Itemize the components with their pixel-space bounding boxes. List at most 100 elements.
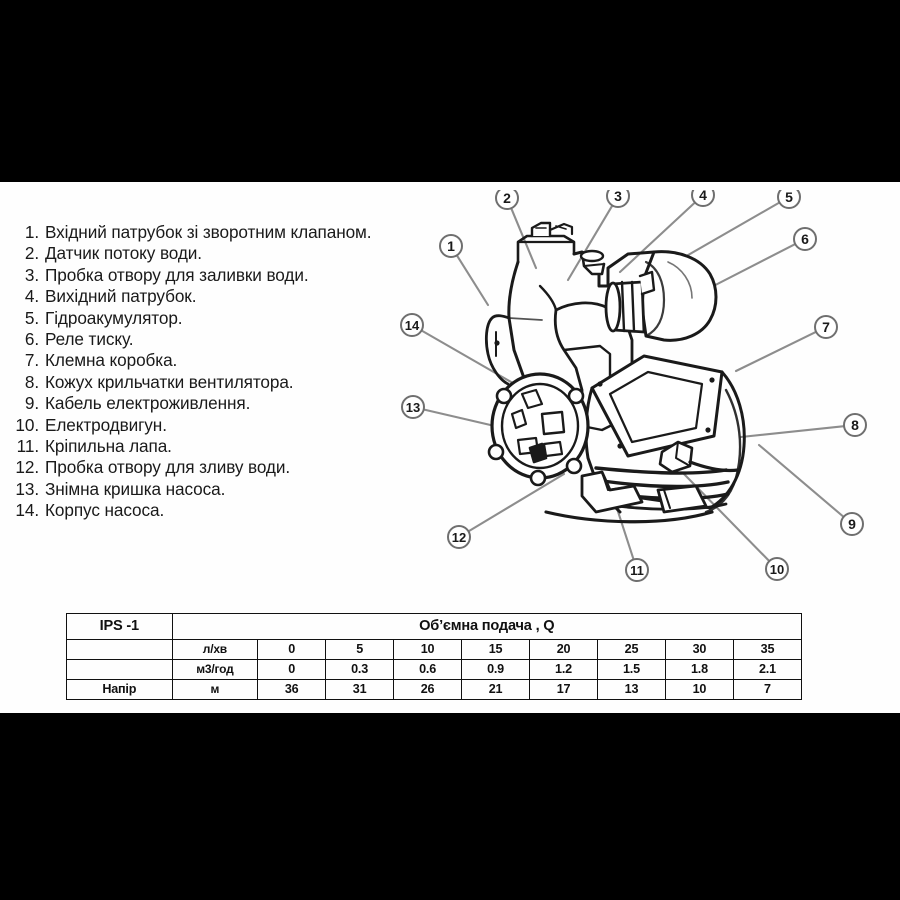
- callout-number-3: 3: [614, 190, 622, 204]
- table-cell: 25: [596, 639, 666, 660]
- table-cell: 1.2: [529, 659, 598, 680]
- list-item: 3. Пробка отвору для заливки води.: [12, 265, 404, 286]
- list-item-label: Клемна коробка.: [45, 350, 178, 371]
- callout-number-11: 11: [630, 563, 644, 578]
- callout-number-9: 9: [848, 516, 856, 532]
- table-cell: 1.8: [664, 659, 734, 680]
- table-cell: 13: [596, 679, 666, 700]
- table-cell: 0: [257, 639, 327, 660]
- table-row: м3/год 0 0.3 0.6 0.9 1.2 1.5 1.8 2.1: [66, 659, 803, 680]
- list-item: 1. Вхідний патрубок зі зворотним клапано…: [12, 222, 404, 243]
- callout-circle-8: [843, 413, 867, 437]
- table-cell: 1.5: [596, 659, 666, 680]
- list-item-number: 14.: [15, 500, 39, 521]
- table-cell: 0.9: [461, 659, 531, 680]
- list-item-label: Реле тиску.: [45, 329, 134, 350]
- list-item-number: 3.: [24, 264, 39, 285]
- table-cell: 15: [461, 639, 531, 660]
- table-cell: 7: [732, 679, 803, 700]
- callout-circle-10: [765, 557, 789, 581]
- fill-plug-part: [579, 249, 606, 276]
- callout-14: 14: [400, 313, 424, 337]
- callout-number-6: 6: [801, 231, 809, 247]
- table-cell: 20: [529, 639, 598, 660]
- callout-leader-7: [734, 330, 818, 373]
- list-item-number: 7.: [24, 350, 39, 371]
- callout-circle-11: [625, 558, 649, 582]
- callout-circle-2: [495, 190, 519, 210]
- table-cell: 30: [664, 639, 734, 660]
- callout-circle-14: [400, 313, 424, 337]
- callout-number-4: 4: [699, 190, 707, 203]
- table-cell-unit-lpm: л/хв: [171, 639, 259, 660]
- callout-number-2: 2: [503, 190, 511, 206]
- callout-circle-5: [777, 190, 801, 209]
- table-cell: 0: [257, 659, 327, 680]
- table-cell: 26: [393, 679, 463, 700]
- callout-circle-13: [401, 395, 425, 419]
- table-row: Напір м 36 31 26 21 17 13 10 7: [66, 679, 803, 700]
- callout-number-14: 14: [405, 318, 420, 333]
- list-item-number: 10.: [15, 414, 39, 435]
- list-item-label: Датчик потоку води.: [45, 243, 202, 264]
- callout-leader-8: [739, 425, 846, 439]
- callout-number-5: 5: [785, 190, 793, 205]
- table-cell: 21: [461, 679, 531, 700]
- list-item-number: 2.: [24, 243, 39, 264]
- table-cell: 35: [732, 639, 803, 660]
- callout-leader-1: [455, 254, 490, 307]
- pressure-switch-part: [604, 270, 656, 334]
- letterbox-bar-top: [0, 0, 900, 182]
- list-item: 2. Датчик потоку води.: [12, 243, 404, 264]
- callout-7: 7: [814, 315, 838, 339]
- table-row: л/хв 0 5 10 15 20 25 30 35: [66, 639, 803, 660]
- terminal-box-part: [590, 354, 724, 458]
- table-cell-flow-header: Об’ємна подача , Q: [171, 613, 803, 640]
- table-cell: 0.3: [325, 659, 395, 680]
- list-item-label: Гідроакумулятор.: [45, 307, 183, 328]
- callout-13: 13: [401, 395, 425, 419]
- table-cell: 0.6: [393, 659, 463, 680]
- list-item: 13. Знімна кришка насоса.: [12, 479, 404, 500]
- callout-leader-4: [618, 201, 696, 274]
- table-cell: 2.1: [732, 659, 803, 680]
- table-cell: 10: [393, 639, 463, 660]
- list-item-label: Корпус насоса.: [45, 500, 165, 521]
- drain-plug-part: [528, 442, 548, 464]
- callout-circle-3: [606, 190, 630, 208]
- callout-12: 12: [447, 525, 471, 549]
- list-item-label: Пробка отвору для зливу води.: [45, 457, 291, 478]
- list-item-label: Вхідний патрубок зі зворотним клапаном.: [45, 222, 372, 242]
- callout-3: 3: [606, 190, 630, 208]
- callout-leader-14: [420, 329, 520, 388]
- list-item: 14. Корпус насоса.: [12, 500, 404, 521]
- accumulator-tank-part: [640, 250, 718, 342]
- callout-6: 6: [793, 227, 817, 251]
- callout-circle-1: [439, 234, 463, 258]
- list-item-label: Кріпильна лапа.: [45, 436, 172, 457]
- table-cell-model: IPS -1: [66, 613, 173, 640]
- list-item: 8. Кожух крильчатки вентилятора.: [12, 372, 404, 393]
- list-item: 9. Кабель електроживлення.: [12, 393, 404, 414]
- list-item-number: 4.: [24, 286, 39, 307]
- list-item-label: Знімна кришка насоса.: [45, 478, 226, 499]
- callout-circle-7: [814, 315, 838, 339]
- callout-leader-5: [674, 201, 781, 264]
- callout-10: 10: [765, 557, 789, 581]
- table-cell: 17: [529, 679, 598, 700]
- callout-leader-12: [467, 472, 566, 533]
- callout-2: 2: [495, 190, 519, 210]
- list-item-label: Електродвигун.: [45, 414, 167, 435]
- performance-table: IPS -1 Об’ємна подача , Q л/хв 0 5 10 15…: [66, 613, 803, 700]
- callout-number-8: 8: [851, 417, 859, 433]
- list-item-number: 9.: [24, 393, 39, 414]
- table-cell-empty: [66, 659, 173, 680]
- flow-sensor-part: [516, 221, 576, 264]
- table-cell-unit-m: м: [171, 679, 259, 700]
- list-item: 4. Вихідний патрубок.: [12, 286, 404, 307]
- list-item-number: 12.: [15, 457, 39, 478]
- callout-8: 8: [843, 413, 867, 437]
- letterbox-bar-bottom: [0, 713, 900, 900]
- callout-11: 11: [625, 558, 649, 582]
